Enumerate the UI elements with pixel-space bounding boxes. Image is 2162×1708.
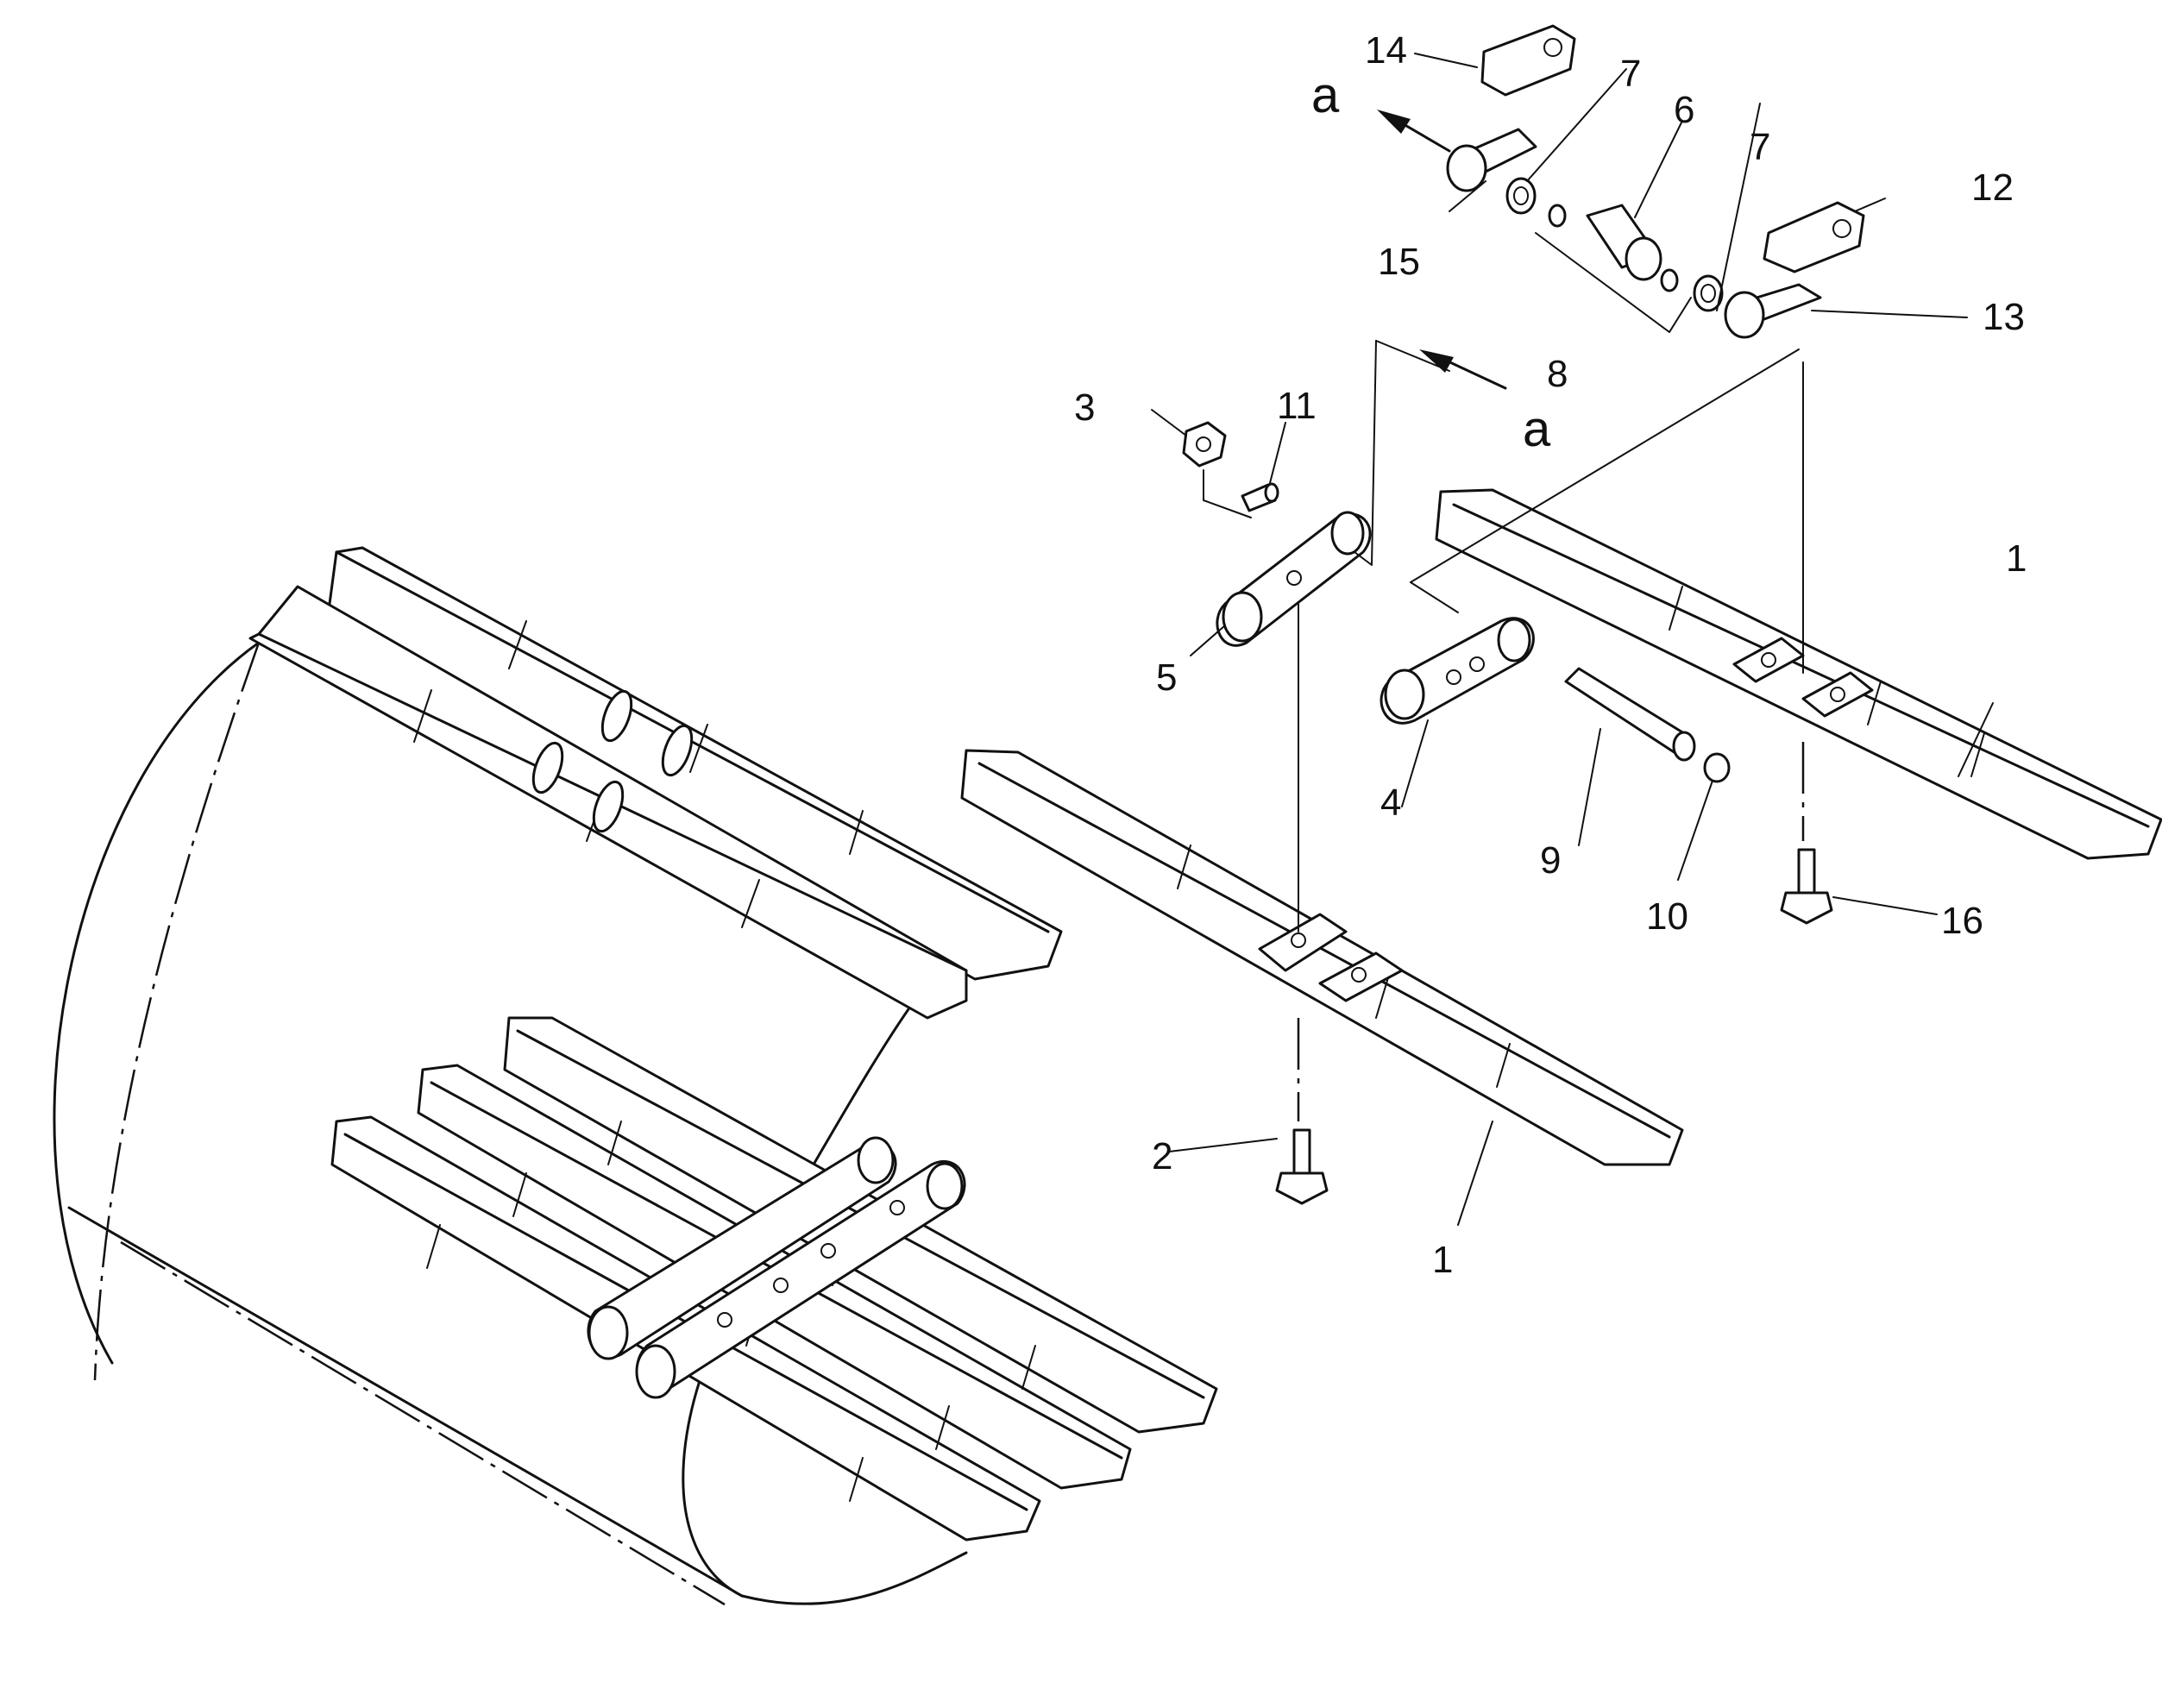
- cap-14: [1480, 24, 1576, 97]
- callout-8: 8: [1547, 353, 1568, 395]
- view-arrows: [1377, 110, 1507, 390]
- tooth-middle: [960, 749, 1684, 1166]
- callout-15: 15: [1378, 241, 1420, 283]
- callout-14: 14: [1365, 29, 1407, 72]
- cap-12: [1763, 201, 1865, 273]
- view-marker-a-top: a: [1311, 67, 1340, 123]
- callout-16: 16: [1941, 900, 1983, 942]
- seal-7-right: [1693, 274, 1724, 312]
- callout-labels: 1 1 2 3 4 5 6 7 7 8 9 10 11 12 13 14 15 …: [1074, 29, 2027, 1281]
- callout-6: 6: [1674, 89, 1694, 131]
- callout-13: 13: [1983, 296, 2025, 338]
- bolt-2: [1275, 1128, 1329, 1205]
- callout-1-right: 1: [2006, 537, 2027, 580]
- callout-12: 12: [1971, 166, 2014, 209]
- bolt-16: [1780, 848, 1833, 925]
- callout-1-middle: 1: [1432, 1239, 1453, 1281]
- pin-9: [1564, 667, 1696, 762]
- callout-11: 11: [1277, 385, 1317, 427]
- callout-2: 2: [1152, 1135, 1172, 1177]
- link-13: [1724, 283, 1822, 339]
- tooth-right: [1435, 488, 2162, 860]
- ring-8: [1548, 204, 1679, 292]
- callout-5: 5: [1156, 656, 1177, 699]
- nut-3: [1182, 421, 1227, 468]
- bushing-6: [1586, 204, 1662, 281]
- link-15: [1446, 128, 1537, 192]
- callout-10: 10: [1646, 895, 1688, 938]
- callout-4: 4: [1380, 782, 1401, 824]
- callout-7-right: 7: [1750, 126, 1770, 168]
- link-5: [1216, 511, 1372, 647]
- callout-7-left: 7: [1620, 53, 1641, 95]
- plug-10: [1703, 752, 1731, 783]
- upper-bucket-teeth: [248, 546, 1063, 1020]
- link-4: [1380, 617, 1535, 725]
- leader-lines: [1151, 53, 1994, 1226]
- seal-7-left: [1505, 177, 1537, 215]
- lower-bucket-teeth: [330, 1016, 1218, 1542]
- view-marker-a-middle: a: [1523, 401, 1551, 457]
- callout-3: 3: [1074, 386, 1095, 429]
- plug-11: [1241, 482, 1279, 512]
- callout-9: 9: [1540, 839, 1561, 882]
